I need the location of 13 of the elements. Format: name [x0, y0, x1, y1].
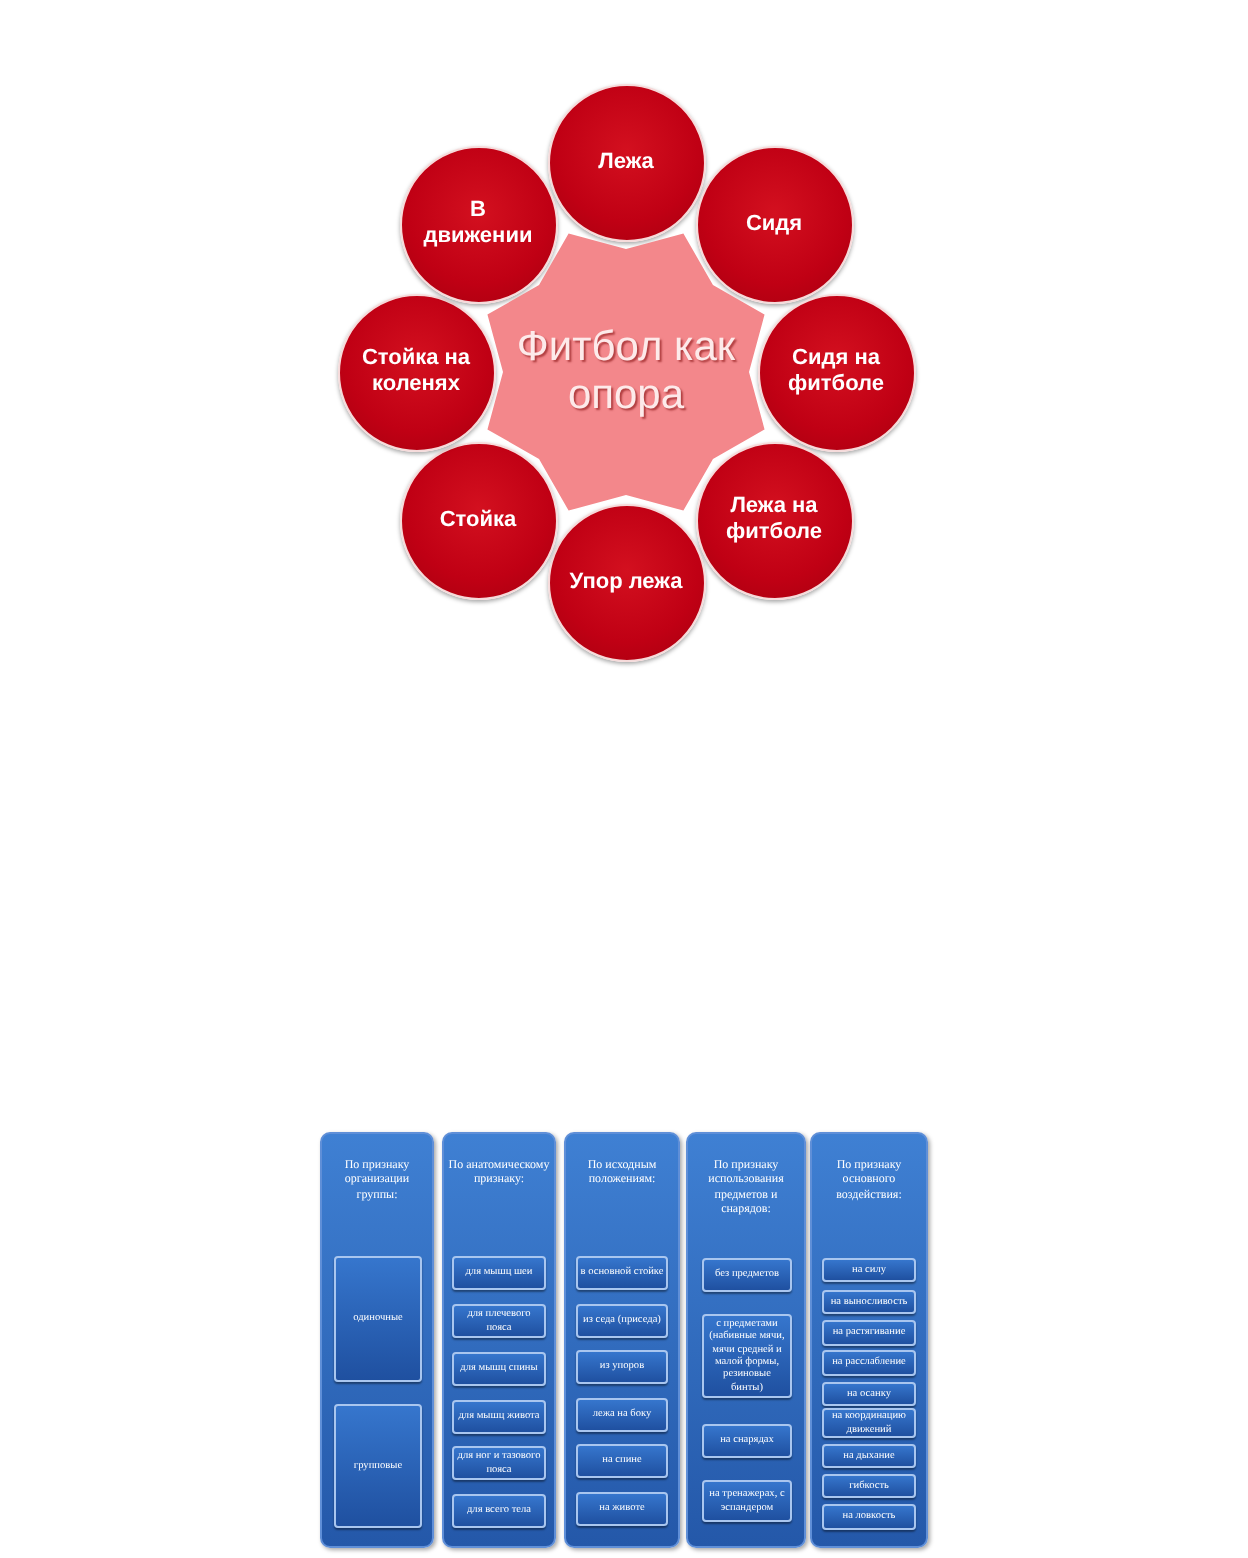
- category-panel: [442, 1132, 556, 1548]
- category-panel: [564, 1132, 680, 1548]
- category-circle: Стойка: [399, 441, 557, 599]
- category-circle: Лежа на фитболе: [695, 441, 853, 599]
- category-circle: В движении: [399, 145, 557, 303]
- category-panel: [320, 1132, 434, 1548]
- category-panel: [810, 1132, 928, 1548]
- category-panel: [686, 1132, 806, 1548]
- category-circle: Лежа: [547, 83, 705, 241]
- category-circle: Сидя: [695, 145, 853, 303]
- category-circle: Стойка на коленях: [337, 293, 495, 451]
- category-circle: Упор лежа: [547, 503, 705, 661]
- category-circle: Сидя на фитболе: [757, 293, 915, 451]
